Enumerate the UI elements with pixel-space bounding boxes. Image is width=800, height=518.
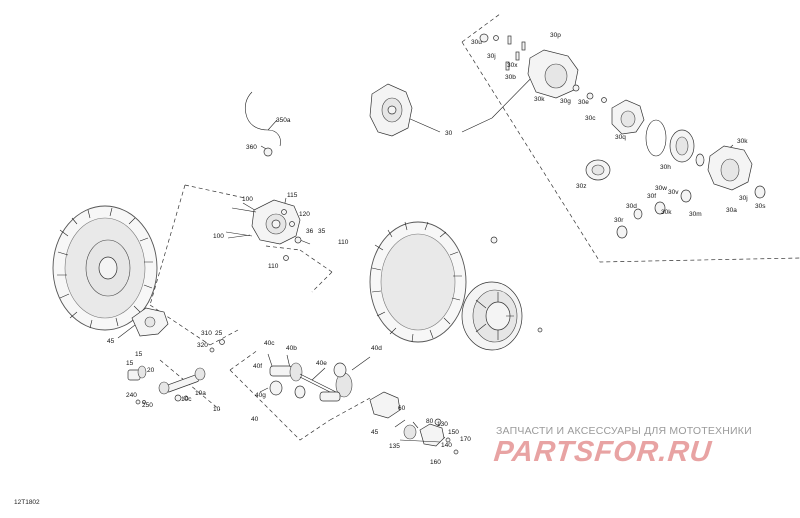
callout-250: 250 xyxy=(142,402,153,409)
callout-30h: 30h xyxy=(660,164,671,171)
callout-30w: 30w xyxy=(655,185,667,192)
callout-150: 150 xyxy=(448,429,459,436)
callout-310: 310 xyxy=(201,330,212,337)
callout-30a: 30a xyxy=(726,207,737,214)
drive-shaft-10 xyxy=(127,339,225,405)
group-outlines xyxy=(149,13,800,441)
callout-100-upper: 100 xyxy=(242,196,253,203)
callout-30f: 30f xyxy=(647,193,656,200)
callout-10: 10 xyxy=(213,406,221,413)
callout-40d: 40d xyxy=(371,345,382,352)
callout-80: 80 xyxy=(426,418,434,425)
callout-115: 115 xyxy=(287,192,298,199)
callout-30v: 30v xyxy=(668,189,679,196)
callout-240: 240 xyxy=(126,392,137,399)
callout-labels: 30u 30p 30j 30x 30b 30k 30g 30e 30c 30 3… xyxy=(107,32,766,466)
callout-30j: 30j xyxy=(739,195,748,202)
callout-40g: 40g xyxy=(255,392,266,399)
callout-110-right: 110 xyxy=(338,239,349,246)
callout-40b: 40b xyxy=(286,345,297,352)
callout-30m: 30m xyxy=(689,211,702,218)
watermark-tagline: ЗАПЧАСТИ И АКСЕССУАРЫ ДЛЯ МОТОТЕХНИКИ xyxy=(496,425,752,437)
callout-30g: 30g xyxy=(560,98,571,105)
callout-30r: 30r xyxy=(614,217,624,224)
callout-15-top: 15 xyxy=(135,351,143,358)
callout-140: 140 xyxy=(441,442,452,449)
wheel-rim xyxy=(461,281,543,351)
callout-45-right: 45 xyxy=(371,429,379,436)
callout-40e: 40e xyxy=(316,360,327,367)
callout-30k-top: 30k xyxy=(534,96,545,103)
callout-35: 35 xyxy=(318,228,326,235)
rear-differential-assembly xyxy=(369,33,766,244)
callout-30p: 30p xyxy=(550,32,561,39)
callout-30d: 30d xyxy=(626,203,637,210)
callout-30: 30 xyxy=(445,130,453,137)
front-gearcase-assembly xyxy=(225,91,302,261)
callout-320: 320 xyxy=(197,342,208,349)
callout-160: 160 xyxy=(430,459,441,466)
callout-30u: 30u xyxy=(471,39,482,46)
callout-110-lower: 110 xyxy=(268,263,279,270)
drive-shaft-40 xyxy=(269,362,353,402)
callout-60: 60 xyxy=(398,405,406,412)
callout-100-lower: 100 xyxy=(213,233,224,240)
callout-30k-right: 30k xyxy=(737,138,748,145)
callout-10a: 10a xyxy=(195,390,206,397)
callout-120: 120 xyxy=(299,211,310,218)
left-yoke xyxy=(131,307,169,337)
callout-15: 15 xyxy=(126,360,134,367)
callout-40f: 40f xyxy=(253,363,262,370)
callout-30b: 30b xyxy=(505,74,516,81)
callout-30z: 30z xyxy=(576,183,586,190)
tire-left xyxy=(52,205,158,331)
callout-40c: 40c xyxy=(264,340,275,347)
callout-30e: 30e xyxy=(578,99,589,106)
callout-135: 135 xyxy=(389,443,400,450)
callout-30x: 30x xyxy=(507,62,518,69)
callout-360: 360 xyxy=(246,144,257,151)
callout-30s: 30s xyxy=(755,203,766,210)
tire-right xyxy=(369,221,467,343)
callout-10c: 10c xyxy=(181,396,192,403)
callout-30j-top: 30j xyxy=(487,53,496,60)
callout-30q: 30q xyxy=(615,134,626,141)
callout-40: 40 xyxy=(251,416,259,423)
callout-350a: 350a xyxy=(276,117,291,124)
right-yoke-assembly xyxy=(369,391,459,455)
callout-30c: 30c xyxy=(585,115,596,122)
callout-170: 170 xyxy=(460,436,471,443)
callout-36: 36 xyxy=(306,228,314,235)
watermark-logo: PARTSFOR.RU xyxy=(492,436,714,468)
callout-45-left: 45 xyxy=(107,338,115,345)
callout-130: 130 xyxy=(437,421,448,428)
diagram-reference-code: 12T1802 xyxy=(14,499,40,506)
callout-20: 20 xyxy=(147,367,155,374)
callout-30k-mid: 30k xyxy=(661,209,672,216)
callout-25: 25 xyxy=(215,330,223,337)
